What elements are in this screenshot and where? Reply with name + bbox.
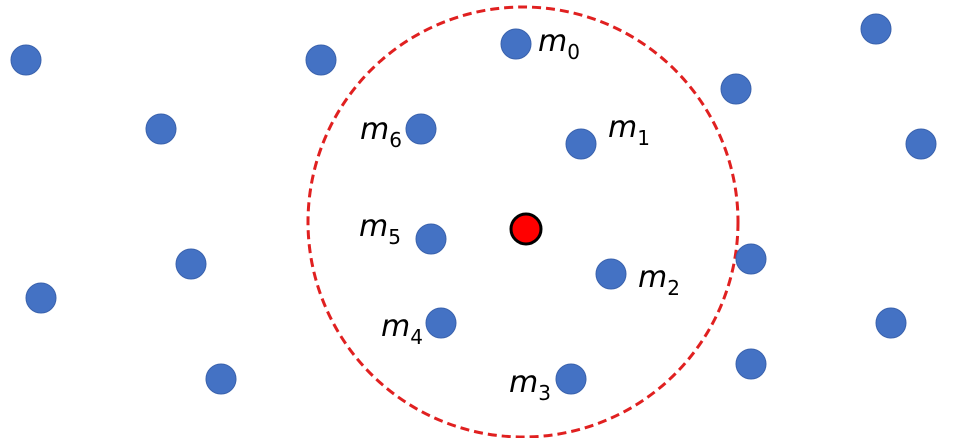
- outer-point: [905, 128, 937, 160]
- outer-point: [735, 243, 767, 275]
- label-m6: m6: [360, 112, 402, 152]
- label-m3-letter: m: [509, 365, 538, 400]
- outer-point: [860, 13, 892, 45]
- label-m5-letter: m: [359, 209, 388, 244]
- outer-point: [305, 44, 337, 76]
- label-m4-letter: m: [381, 309, 410, 344]
- label-m0-letter: m: [538, 24, 567, 59]
- outer-point: [720, 73, 752, 105]
- neighbor-point-m5: [415, 223, 447, 255]
- label-m3-subscript: 3: [538, 381, 551, 405]
- neighbor-point-m2: [595, 258, 627, 290]
- label-m6-letter: m: [360, 112, 389, 147]
- label-m1-subscript: 1: [637, 126, 650, 150]
- outer-point: [10, 44, 42, 76]
- outer-point: [875, 307, 907, 339]
- label-m2-subscript: 2: [667, 276, 680, 300]
- label-m0: m0: [538, 24, 580, 64]
- label-m0-subscript: 0: [567, 40, 580, 64]
- label-m4: m4: [381, 309, 423, 349]
- label-m2: m2: [638, 260, 680, 300]
- neighbor-labels: m0 m1 m2 m3 m4 m5 m6: [359, 24, 680, 405]
- label-m3: m3: [509, 365, 551, 405]
- neighbor-point-m0: [500, 28, 532, 60]
- outer-point: [735, 348, 767, 380]
- outer-points: [10, 13, 937, 395]
- label-m1: m1: [608, 110, 650, 150]
- neighbor-point-m4: [425, 307, 457, 339]
- label-m5-subscript: 5: [388, 225, 401, 249]
- search-radius-circle: [306, 5, 740, 438]
- outer-point: [145, 113, 177, 145]
- outer-point: [25, 282, 57, 314]
- neighbor-point-m3: [555, 363, 587, 395]
- label-m2-letter: m: [638, 260, 667, 295]
- label-m5: m5: [359, 209, 401, 249]
- neighbor-point-m6: [405, 113, 437, 145]
- label-m4-subscript: 4: [410, 325, 423, 349]
- outer-point: [175, 248, 207, 280]
- neighbor-point-m1: [565, 128, 597, 160]
- outer-point: [205, 363, 237, 395]
- label-m1-letter: m: [608, 110, 637, 145]
- label-m6-subscript: 6: [389, 128, 402, 152]
- neighbor-points: [405, 28, 627, 395]
- query-center-point: [509, 212, 543, 246]
